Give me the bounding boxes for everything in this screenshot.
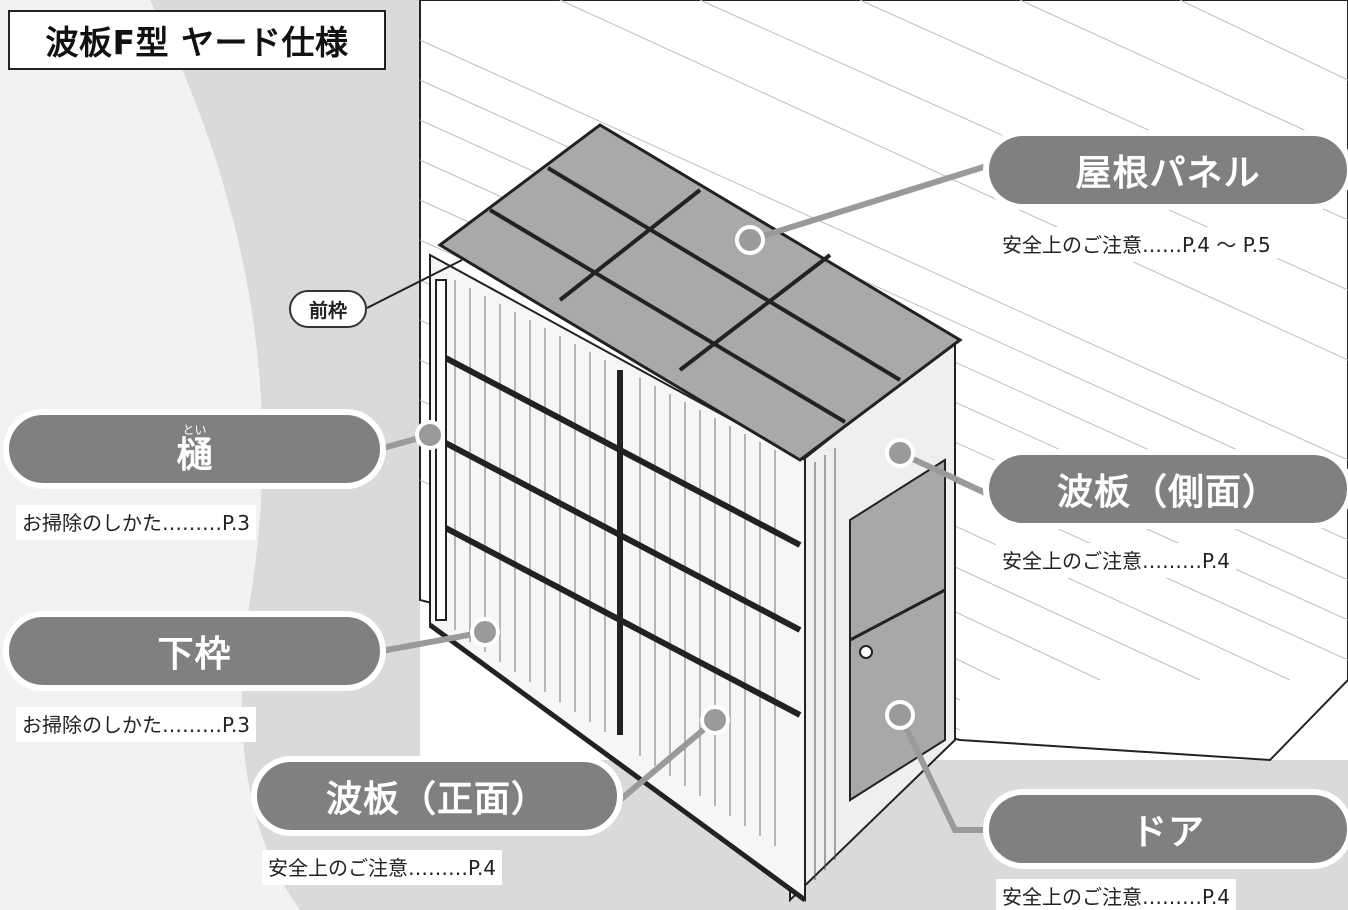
leader-bottom	[373, 629, 488, 655]
callout-gutter: とい 樋	[3, 409, 386, 489]
roof-panel	[437, 123, 963, 462]
leader-door	[897, 712, 993, 833]
callout-side-panel-note: 安全上のご注意………P.4	[996, 543, 1237, 578]
gutter-ruby: とい 樋	[176, 424, 212, 474]
callout-front-panel: 波板（正面）	[251, 756, 623, 836]
callout-gutter-label: 樋	[176, 435, 213, 476]
leader-side	[897, 450, 993, 498]
leader-front-frame	[366, 259, 463, 309]
callout-bottom-frame-note: お掃除のしかた………P.3	[16, 707, 257, 742]
door-panel	[849, 458, 946, 802]
callout-door: ドア	[983, 789, 1348, 869]
gutter-pipe	[435, 279, 447, 621]
callout-bottom-frame-label: 下枠	[157, 634, 232, 675]
callout-front-frame: 前枠	[289, 290, 367, 328]
callout-roof-note: 安全上のご注意……P.4 〜 P.5	[996, 227, 1277, 262]
callout-bottom-frame: 下枠	[3, 611, 386, 691]
leader-front	[617, 717, 718, 803]
callout-front-panel-label: 波板（正面）	[325, 779, 548, 820]
callout-gutter-note: お掃除のしかた………P.3	[16, 505, 257, 540]
callout-side-panel: 波板（側面）	[983, 449, 1348, 529]
callout-door-label: ドア	[1130, 812, 1205, 853]
callout-roof-label: 屋根パネル	[1075, 153, 1261, 194]
callout-roof: 屋根パネル	[983, 130, 1348, 210]
page-title: 波板F型 ヤード仕様	[8, 10, 386, 70]
leader-roof	[747, 162, 993, 243]
gutter-ruby-text: とい	[182, 423, 207, 437]
callout-front-panel-note: 安全上のご注意………P.4	[262, 850, 503, 885]
callout-door-note: 安全上のご注意………P.4	[996, 879, 1237, 910]
callout-side-panel-label: 波板（側面）	[1056, 472, 1279, 513]
bottom-frame-line	[428, 622, 807, 903]
